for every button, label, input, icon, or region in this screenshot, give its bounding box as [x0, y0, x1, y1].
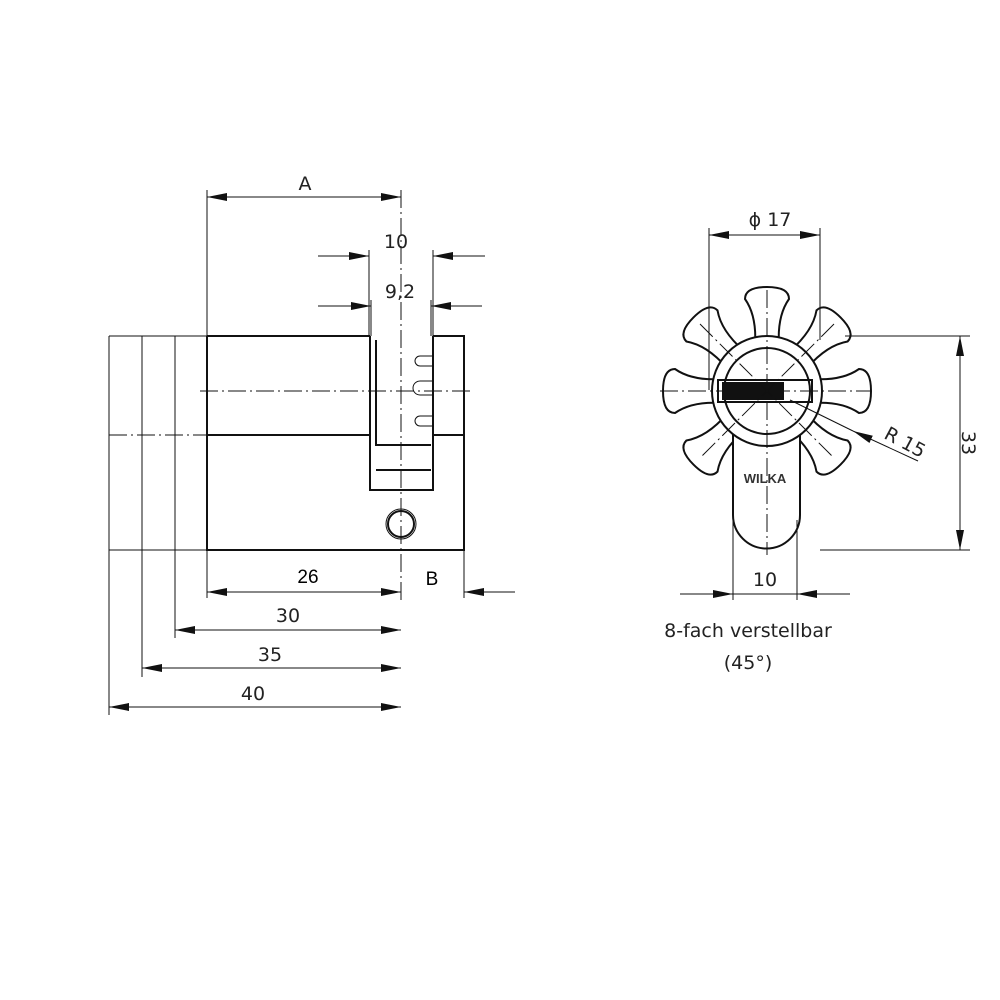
dim-30-label: 30	[276, 605, 300, 627]
dim-9-2-label: 9,2	[385, 281, 415, 303]
side-view: A 10 9,2 26 B 30 35 40	[108, 173, 515, 715]
dim-diameter-label: ϕ 17	[749, 209, 792, 231]
center-line	[108, 190, 472, 715]
dim-a-label: A	[299, 173, 312, 195]
dim-10-label: 10	[384, 231, 408, 253]
dim-26-label: 26	[297, 567, 318, 588]
cam-arm	[743, 285, 791, 347]
note-angle: (45°)	[724, 652, 773, 674]
note-adjustable: 8-fach verstellbar	[664, 620, 832, 642]
dim-35-label: 35	[258, 644, 282, 666]
front-view: WILKA ϕ 17 R 15 33 10 8-fach verstellbar…	[660, 209, 979, 674]
brand-label: WILKA	[744, 471, 787, 486]
dim-33-label: 33	[957, 431, 979, 455]
dim-b-label: B	[426, 569, 439, 590]
dim-radius-label: R 15	[880, 423, 929, 463]
dim-40-label: 40	[241, 683, 265, 705]
pin-slots	[412, 355, 432, 427]
dim-10-width-label: 10	[753, 569, 777, 591]
cylinder-body	[108, 335, 465, 715]
